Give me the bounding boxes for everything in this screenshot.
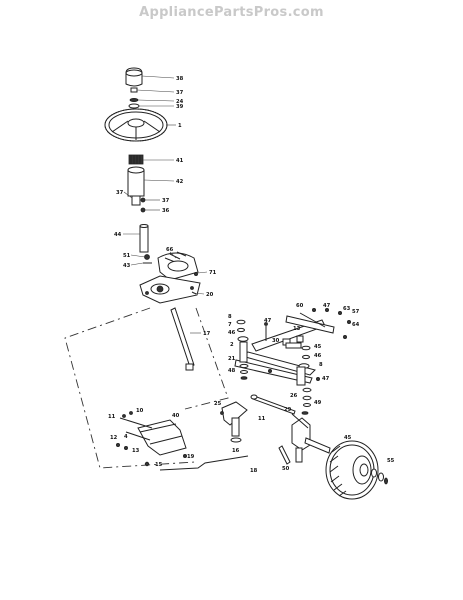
callout-57: 57 xyxy=(352,309,360,315)
callout-10: 10 xyxy=(136,408,144,414)
callout-45: 45 xyxy=(314,344,322,350)
steering-wheel xyxy=(104,108,168,142)
callout-44: 44 xyxy=(114,232,122,238)
callout-25: 25 xyxy=(214,401,222,407)
callout-41: 41 xyxy=(176,158,184,164)
right-spindle-hardware xyxy=(285,342,320,415)
callout-38: 38 xyxy=(176,76,184,82)
callout-55: 55 xyxy=(387,458,395,464)
callout-42: 42 xyxy=(176,179,184,185)
callout-37: 37 xyxy=(176,90,184,96)
callout-17: 17 xyxy=(203,331,211,337)
callout-15: 15 xyxy=(155,462,163,468)
callout-19: 19 xyxy=(187,454,195,460)
right-spindle xyxy=(291,417,331,463)
callout-4: 4 xyxy=(124,434,128,440)
callout-8: 8 xyxy=(228,314,232,320)
callout-45-wheel: 45 xyxy=(344,435,352,441)
front-axle-bracket xyxy=(251,307,351,352)
callout-50: 50 xyxy=(282,466,290,472)
callout-46: 46 xyxy=(228,330,236,336)
lower-shaft xyxy=(139,224,149,253)
callout-29: 29 xyxy=(284,407,292,413)
callout-labels: 38 37 24 39 1 41 42 37 37 36 44 66 51 43… xyxy=(108,76,395,474)
callout-11: 11 xyxy=(108,414,116,420)
callout-47-top: 47 xyxy=(323,303,331,309)
leader-lines xyxy=(123,75,208,334)
callout-13-left: 13 xyxy=(132,448,140,454)
tie-rod xyxy=(250,394,296,415)
callout-46-right: 46 xyxy=(314,353,322,359)
left-spindle xyxy=(220,401,248,443)
callout-11-mid: 11 xyxy=(258,416,266,422)
steering-shaft-gear xyxy=(127,154,146,213)
callout-18: 18 xyxy=(250,468,258,474)
callout-30: 30 xyxy=(272,338,280,344)
callout-7: 7 xyxy=(228,322,232,328)
callout-48: 48 xyxy=(228,368,236,374)
callout-60: 60 xyxy=(296,303,304,309)
control-rod xyxy=(159,455,249,471)
callout-37-left: 37 xyxy=(116,190,124,196)
watermark: AppliancePartsPros.com xyxy=(139,5,324,20)
callout-21: 21 xyxy=(228,356,236,362)
callout-2: 2 xyxy=(230,342,234,348)
callout-20: 20 xyxy=(206,292,214,298)
callout-13: 13 xyxy=(293,326,301,332)
callout-8-right: 8 xyxy=(319,362,323,368)
callout-47: 47 xyxy=(264,318,272,324)
callout-40: 40 xyxy=(172,413,180,419)
callout-43: 43 xyxy=(123,263,131,269)
callout-63: 63 xyxy=(343,306,351,312)
steering-cap xyxy=(125,67,143,109)
steering-gear-housing xyxy=(139,251,201,304)
drag-link xyxy=(170,307,195,371)
callout-12: 12 xyxy=(110,435,118,441)
left-spindle-hardware xyxy=(236,319,272,380)
callout-47-right: 47 xyxy=(322,376,330,382)
pivot-rod xyxy=(278,413,309,465)
callout-37-right: 37 xyxy=(162,198,170,204)
callout-26: 26 xyxy=(290,393,298,399)
front-wheel xyxy=(325,440,388,500)
callout-71: 71 xyxy=(209,270,217,276)
callout-1: 1 xyxy=(178,123,182,129)
callout-24: 24 xyxy=(176,99,184,105)
callout-64: 64 xyxy=(352,322,360,328)
callout-51: 51 xyxy=(123,253,131,259)
callout-16: 16 xyxy=(232,448,240,454)
steering-bracket xyxy=(116,411,187,467)
callout-66: 66 xyxy=(166,247,174,253)
callout-36: 36 xyxy=(162,208,170,214)
callout-49: 49 xyxy=(314,400,322,406)
callout-39: 39 xyxy=(176,104,184,110)
